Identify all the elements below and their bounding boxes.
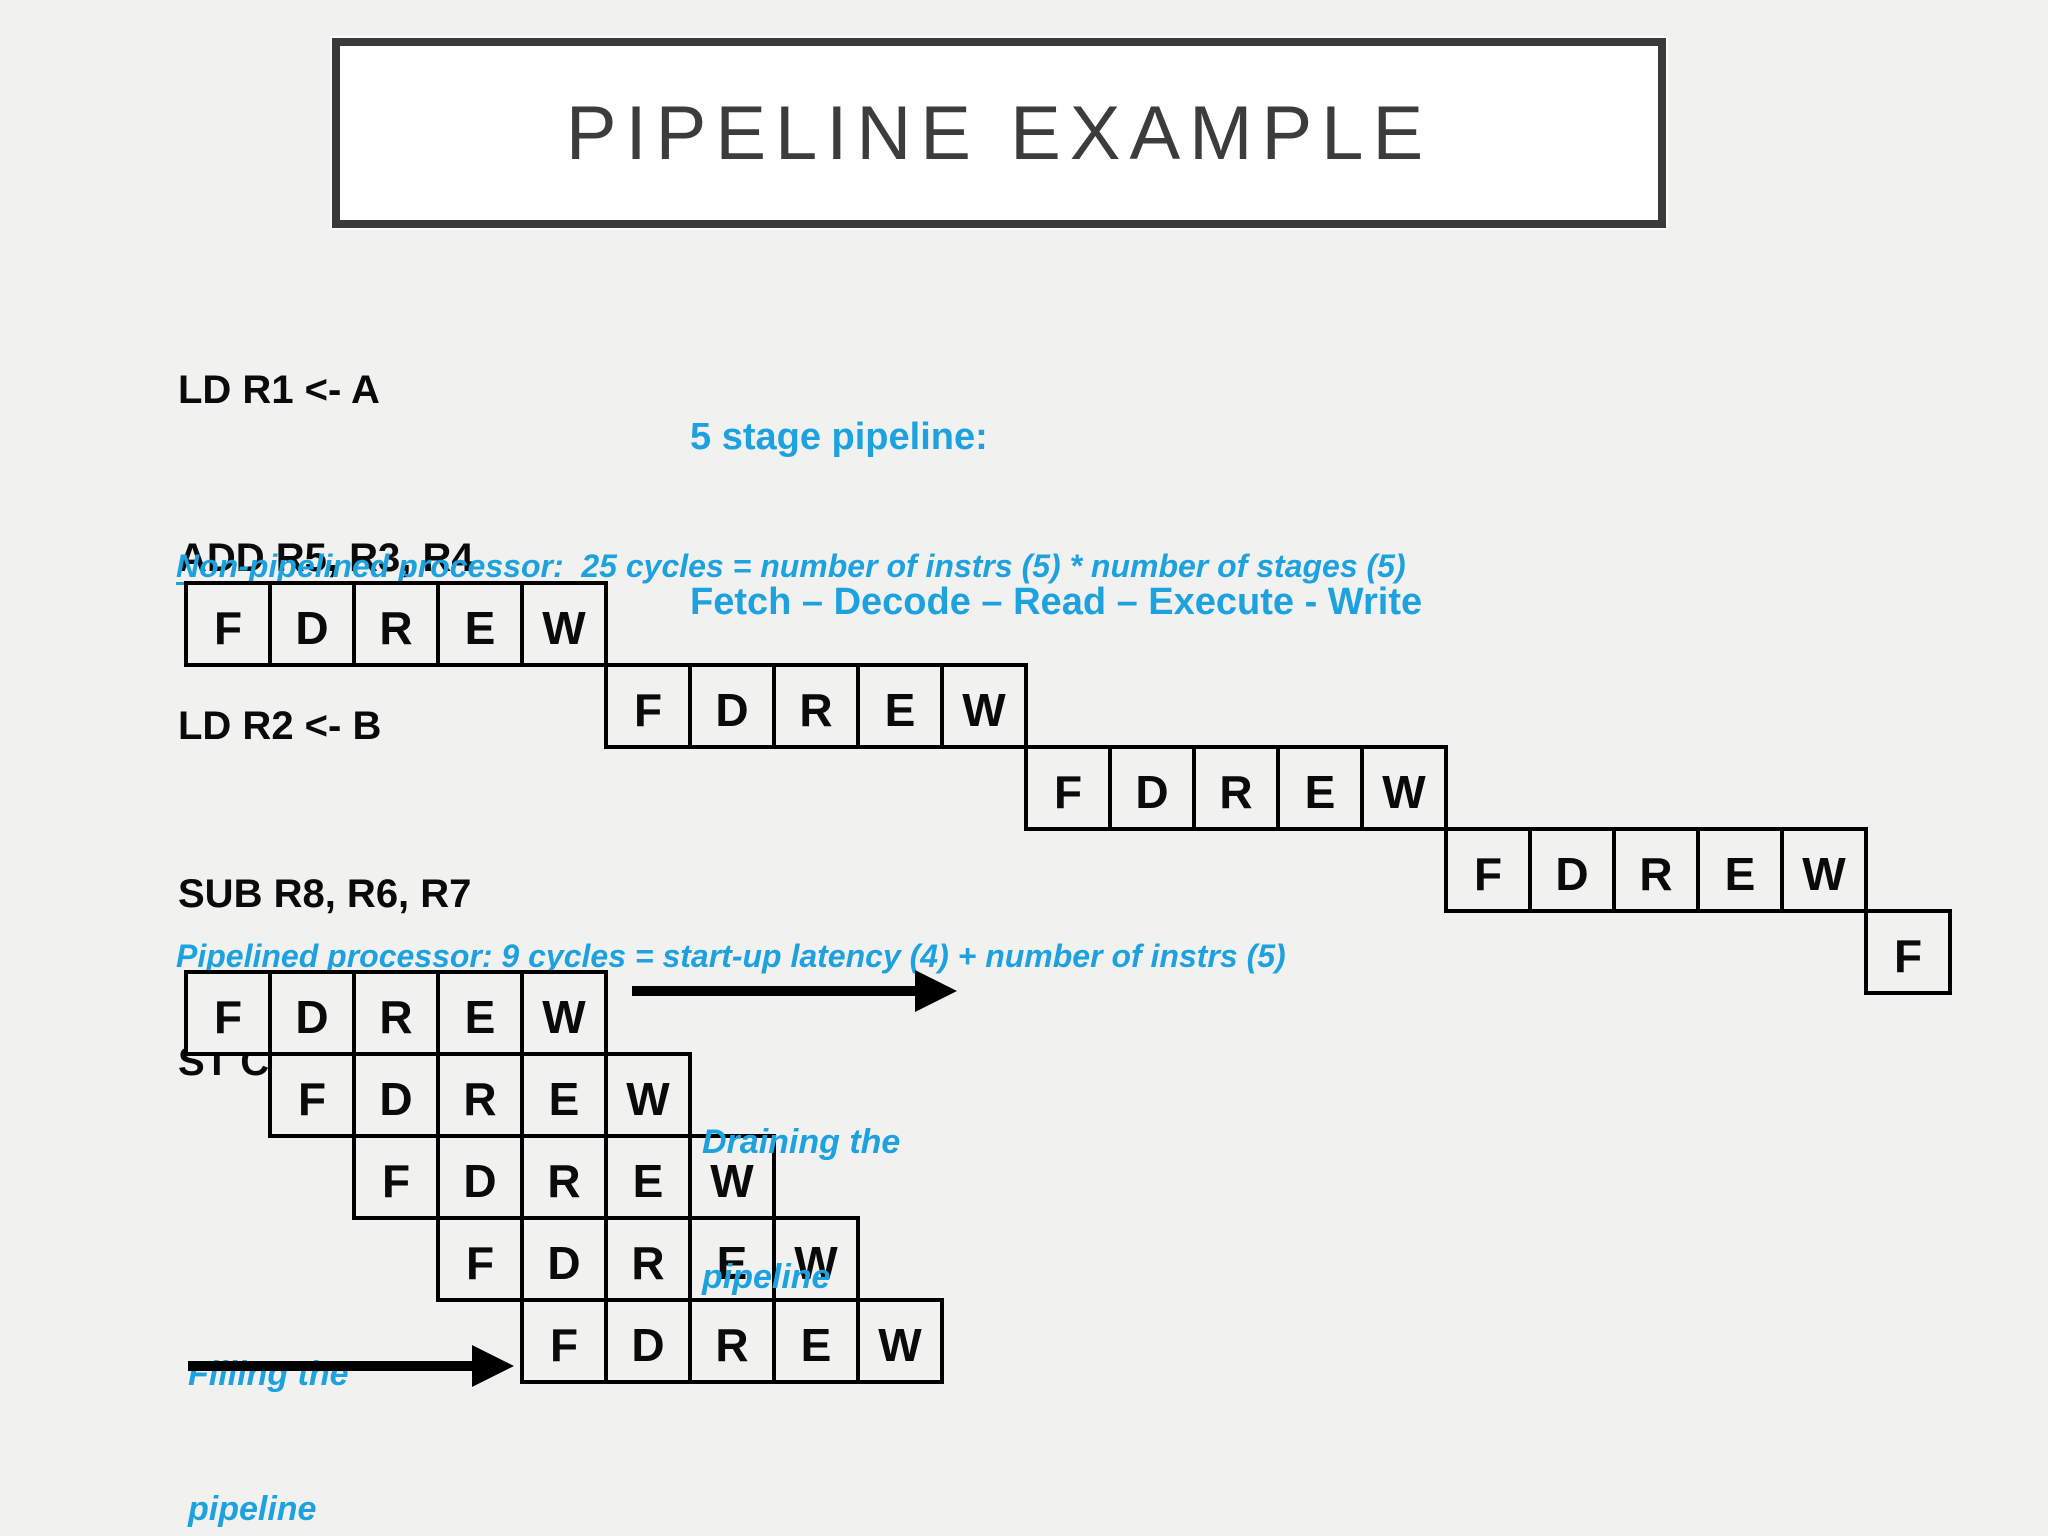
stage-cell: R xyxy=(604,1216,692,1302)
stage-cell: R xyxy=(1612,827,1700,913)
stage-cell: E xyxy=(436,581,524,667)
page-title: PIPELINE EXAMPLE xyxy=(565,90,1433,176)
stage-cell: F xyxy=(268,1052,356,1138)
draining-label-line1: Draining the xyxy=(702,1123,901,1161)
stage-cell: W xyxy=(856,1298,944,1384)
stage-cell: F xyxy=(520,1298,608,1384)
nonpipelined-caption: Non-pipelined processor: 25 cycles = num… xyxy=(176,548,1406,585)
filling-label-line1: Filling the xyxy=(188,1355,349,1393)
stage-cell: E xyxy=(772,1298,860,1384)
instruction-line: ADD R5, R3, R4 xyxy=(178,536,474,580)
stage-cell: E xyxy=(856,663,944,749)
stage-cell: F xyxy=(1444,827,1532,913)
pipelined-caption: Pipelined processor: 9 cycles = start-up… xyxy=(176,938,1286,974)
stage-cell: R xyxy=(436,1052,524,1138)
stage-cell: R xyxy=(772,663,860,749)
stage-cell: D xyxy=(268,970,356,1056)
stage-cell: F xyxy=(1024,745,1112,831)
stage-cell: D xyxy=(436,1134,524,1220)
instruction-line: SUB R8, R6, R7 xyxy=(178,872,472,916)
stage-cell: W xyxy=(772,1216,860,1302)
nonpipelined-caption-head: Non-pipelined processor: xyxy=(176,548,564,584)
filling-label-line2: pipeline xyxy=(188,1490,317,1528)
stage-cell: F xyxy=(184,970,272,1056)
stage-cell: E xyxy=(688,1216,776,1302)
stage-cell: D xyxy=(688,663,776,749)
stage-cell: F xyxy=(184,581,272,667)
filling-arrow-icon xyxy=(472,1345,514,1387)
draining-label: Draining the pipeline xyxy=(702,1030,900,1390)
stage-cell: D xyxy=(268,581,356,667)
nonpipelined-caption-rest: 25 cycles = number of instrs (5) * numbe… xyxy=(563,548,1406,584)
stage-cell: W xyxy=(1780,827,1868,913)
stage-cell: E xyxy=(1696,827,1784,913)
filling-label: Filling the pipeline xyxy=(188,1262,349,1536)
stage-cell: W xyxy=(520,970,608,1056)
stage-cell: E xyxy=(1276,745,1364,831)
draining-label-line2: pipeline xyxy=(702,1258,831,1296)
filling-arrow-shaft xyxy=(188,1361,473,1371)
stage-cell: D xyxy=(520,1216,608,1302)
stage-cell: D xyxy=(1108,745,1196,831)
stage-cell: W xyxy=(604,1052,692,1138)
stage-cell: D xyxy=(1528,827,1616,913)
stage-cell: D xyxy=(604,1298,692,1384)
stage-cell: R xyxy=(520,1134,608,1220)
stage-cell: D xyxy=(352,1052,440,1138)
stage-cell: E xyxy=(520,1052,608,1138)
stage-cell: R xyxy=(1192,745,1280,831)
stage-cell: E xyxy=(436,970,524,1056)
instruction-line: LD R1 <- A xyxy=(178,368,380,412)
stage-cell: W xyxy=(520,581,608,667)
stage-note-stages: Fetch – Decode – Read – Execute - Write xyxy=(690,581,1423,623)
stage-note: 5 stage pipeline: Fetch – Decode – Read … xyxy=(690,330,1422,710)
stage-cell: F xyxy=(1864,909,1952,995)
stage-cell: E xyxy=(604,1134,692,1220)
stage-cell: W xyxy=(940,663,1028,749)
stage-cell: F xyxy=(352,1134,440,1220)
title-box: PIPELINE EXAMPLE xyxy=(332,38,1666,228)
instruction-line: LD R2 <- B xyxy=(178,704,382,748)
draining-arrow-icon xyxy=(915,970,957,1012)
stage-cell: R xyxy=(352,581,440,667)
draining-arrow-shaft xyxy=(632,986,916,996)
stage-cell: W xyxy=(688,1134,776,1220)
stage-note-heading: 5 stage pipeline: xyxy=(690,416,988,458)
stage-cell: F xyxy=(604,663,692,749)
stage-cell: F xyxy=(436,1216,524,1302)
instruction-listing: LD R1 <- A ADD R5, R3, R4 LD R2 <- B SUB… xyxy=(178,250,474,1202)
stage-cell: W xyxy=(1360,745,1448,831)
stage-cell: R xyxy=(352,970,440,1056)
